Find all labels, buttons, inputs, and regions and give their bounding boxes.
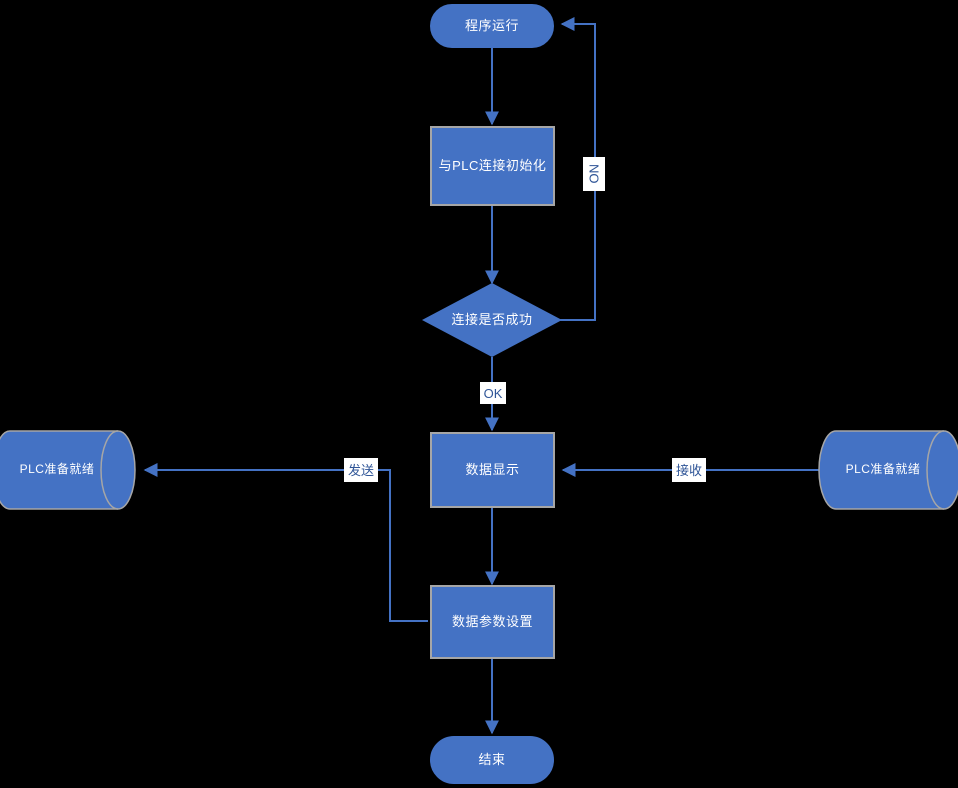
cylinder-shape-right bbox=[818, 430, 958, 510]
edge-label-send: 发送 bbox=[344, 458, 378, 482]
node-params-label: 数据参数设置 bbox=[451, 613, 533, 629]
node-plc-left[interactable]: PLC准备就绪 bbox=[0, 430, 140, 510]
decision-diamond-shape bbox=[422, 283, 562, 357]
node-end-label: 结束 bbox=[478, 751, 506, 767]
node-display[interactable]: 数据显示 bbox=[430, 432, 555, 508]
edge-label-no: NO bbox=[583, 157, 605, 191]
node-plc-right-label: PLC准备就绪 bbox=[845, 462, 921, 477]
node-decision-label: 连接是否成功 bbox=[451, 311, 533, 327]
node-plc-right[interactable]: PLC准备就绪 bbox=[818, 430, 958, 510]
cylinder-shape-left bbox=[0, 430, 136, 510]
node-start-label: 程序运行 bbox=[464, 17, 519, 33]
node-plc-left-label: PLC准备就绪 bbox=[19, 462, 95, 477]
node-start[interactable]: 程序运行 bbox=[430, 4, 554, 48]
node-end[interactable]: 结束 bbox=[430, 736, 554, 784]
node-params[interactable]: 数据参数设置 bbox=[430, 585, 555, 659]
node-init-label: 与PLC连接初始化 bbox=[438, 157, 547, 173]
edge-label-receive: 接收 bbox=[672, 458, 706, 482]
connector-params-to-plcleft-send bbox=[143, 463, 428, 622]
node-display-label: 数据显示 bbox=[465, 461, 520, 477]
node-decision[interactable]: 连接是否成功 bbox=[422, 283, 562, 357]
edge-label-ok: OK bbox=[480, 382, 506, 404]
node-init[interactable]: 与PLC连接初始化 bbox=[430, 126, 555, 206]
